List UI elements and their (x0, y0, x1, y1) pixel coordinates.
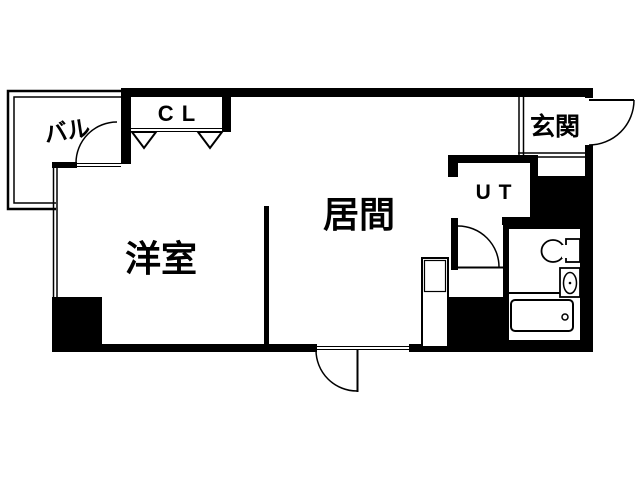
room-label-bedroom: 洋室 (125, 238, 197, 279)
windows (52, 97, 585, 350)
doors (315, 99, 635, 392)
balcony-door-arc (75, 121, 118, 164)
bathtub-drain (561, 313, 569, 321)
utility-bottom-wall (502, 217, 538, 225)
utility-right-wall (530, 155, 538, 223)
bathroom-unit (503, 223, 586, 346)
closet-hangers (130, 131, 224, 150)
hanger-triangle-2 (196, 131, 224, 150)
service-block-fill (449, 297, 503, 352)
corner-pillar (52, 297, 102, 352)
closet-right-pillar (222, 88, 231, 132)
utility-left-wall-lower (451, 218, 458, 270)
hanger-triangle-1 (130, 131, 158, 150)
kitchen-sink (423, 259, 447, 293)
bottom-wall-left (102, 344, 317, 352)
right-wall-top (585, 88, 593, 98)
room-label-living: 居間 (323, 194, 395, 235)
walls (52, 88, 593, 352)
balcony-rail-outer (6, 89, 125, 211)
right-wall (585, 145, 593, 352)
room-label-utility: U T (476, 181, 513, 204)
bath-door-arc (457, 225, 500, 268)
utility-top-wall (448, 155, 538, 163)
top-wall (121, 88, 593, 97)
living-door-arc (315, 349, 358, 392)
pipe-space-fill (538, 176, 593, 223)
bathtub (510, 299, 574, 332)
room-label-closet: C L (158, 101, 196, 126)
kitchen (421, 257, 449, 348)
entrance-door-arc (588, 99, 635, 146)
utility-left-wall-upper (448, 155, 458, 177)
room-label-entrance: 玄関 (530, 112, 580, 141)
toilet-joint (562, 245, 568, 258)
room-label-balcony: バル (42, 115, 92, 148)
labels: バル C L 玄関 U T 居間 洋室 (42, 101, 580, 279)
balcony-structure (6, 89, 125, 211)
balcony-wall-segment (52, 162, 77, 168)
room-partition-wall (264, 206, 269, 349)
toilet-bowl (540, 239, 566, 263)
toilet-tank (565, 238, 581, 263)
closet-left-pillar (121, 88, 131, 164)
sink-drain-dot (568, 281, 572, 285)
balcony-rail-inner (13, 96, 125, 204)
